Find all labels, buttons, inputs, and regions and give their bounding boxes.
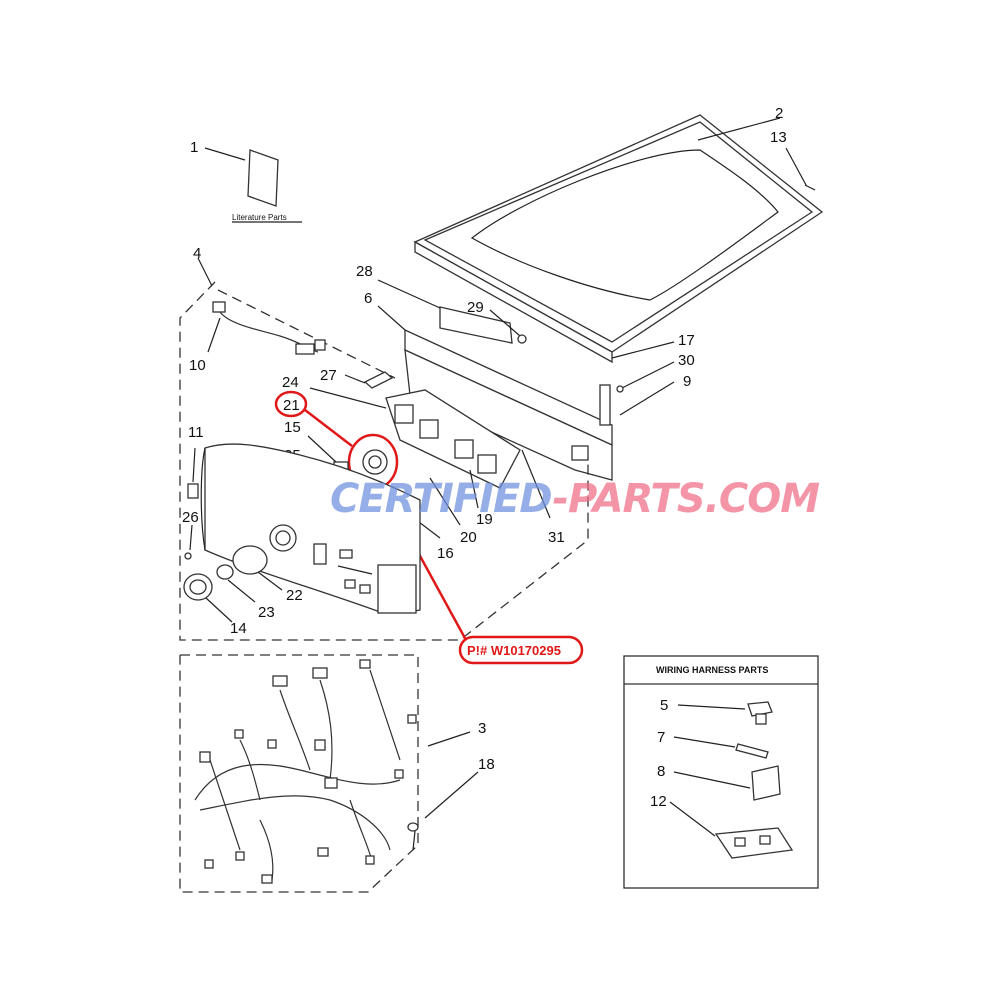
callout-30: 30 [678, 352, 695, 369]
watermark: CERTIFIED-PARTS.COM [330, 476, 820, 522]
callout-19: 19 [476, 511, 493, 528]
callout-9: 9 [683, 373, 691, 390]
highlighted-part-21: 21 P!# W10170295 [274, 390, 584, 665]
callout-23: 23 [258, 604, 275, 621]
callout-7: 7 [657, 729, 665, 746]
callout-17: 17 [678, 332, 695, 349]
clip-part: 27 [320, 367, 394, 389]
literature-part: 1 Literature Parts [190, 139, 302, 223]
callout-3: 3 [478, 720, 486, 737]
callout-8: 8 [657, 763, 665, 780]
callout-27: 27 [320, 367, 337, 384]
top-panel: 2 13 17 [413, 105, 824, 364]
wiring-harness-parts-box: WIRING HARNESS PARTS 5 7 8 12 [623, 655, 819, 889]
watermark-dash: - [552, 476, 568, 522]
console-assembly-outline: 4 [179, 245, 589, 641]
svg-text:CERTIFIED-PARTS.COM: CERTIFIED-PARTS.COM [330, 476, 819, 522]
watermark-left: CERTIFIED [330, 476, 552, 522]
console-harness: 10 [189, 301, 326, 374]
knob-parts: 22 23 14 [183, 545, 303, 637]
callout-4: 4 [193, 245, 201, 262]
callout-29: 29 [467, 299, 484, 316]
main-wiring-harness: 3 [179, 654, 486, 893]
callout-11: 11 [188, 424, 204, 441]
callout-1: 1 [190, 139, 198, 156]
callout-6: 6 [364, 290, 372, 307]
part-number-oval [458, 635, 584, 665]
screw-part-18: 18 [407, 756, 495, 851]
callout-24: 24 [282, 374, 299, 391]
callout-12: 12 [650, 793, 667, 810]
callout-15: 15 [284, 419, 301, 436]
highlight-circle-label [274, 390, 308, 418]
console-bracket: 28 6 29 30 9 31 [356, 263, 695, 546]
callout-10: 10 [189, 357, 206, 374]
callout-16: 16 [437, 545, 454, 562]
callout-22: 22 [286, 587, 303, 604]
literature-label: Literature Parts [232, 213, 287, 222]
callout-21: 21 [283, 397, 300, 414]
callout-26: 26 [182, 509, 199, 526]
callout-31: 31 [548, 529, 565, 546]
callout-5: 5 [660, 697, 668, 714]
screw-parts: 11 26 [182, 424, 204, 560]
callout-18: 18 [478, 756, 495, 773]
callout-2: 2 [775, 105, 783, 122]
callout-20: 20 [460, 529, 477, 546]
watermark-right: PARTS.COM [568, 476, 819, 522]
callout-14: 14 [230, 620, 247, 637]
console-front-panel [200, 443, 421, 614]
part-number-label: P!# W10170295 [467, 643, 561, 658]
wiring-box-title: WIRING HARNESS PARTS [656, 665, 768, 675]
control-board: 24 19 20 [282, 374, 521, 546]
callout-13: 13 [770, 129, 787, 146]
callout-28: 28 [356, 263, 373, 280]
